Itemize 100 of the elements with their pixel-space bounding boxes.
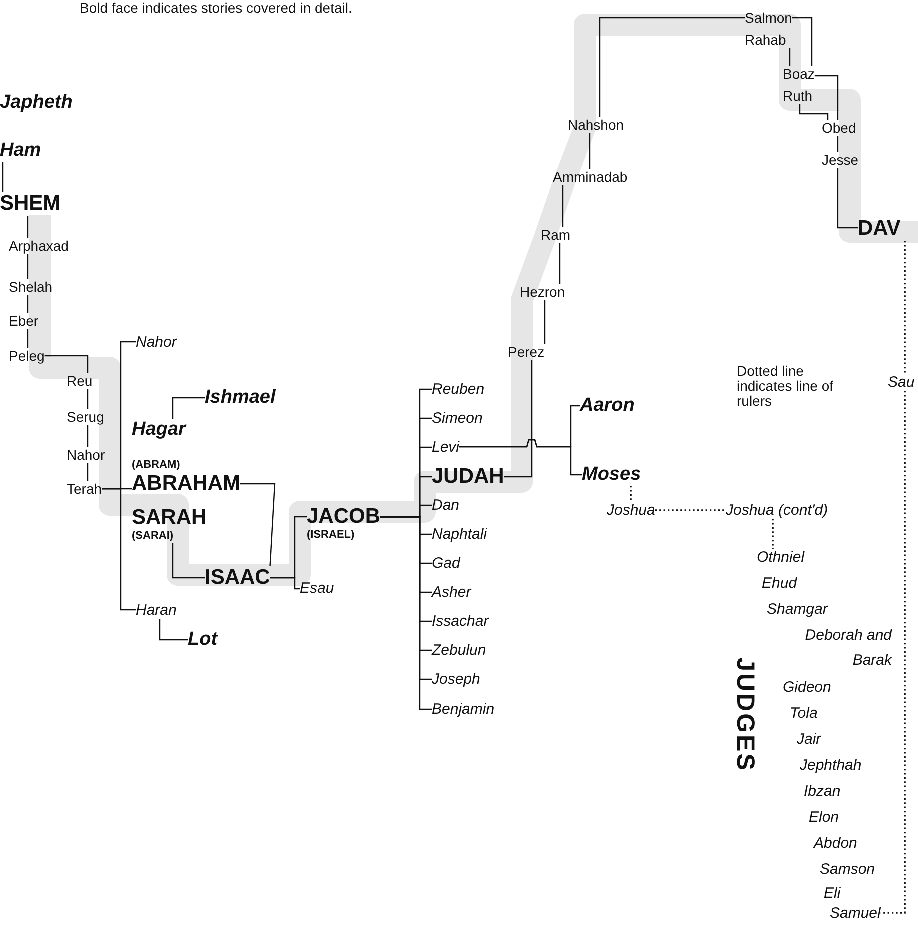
person-name: Moses [582, 464, 642, 486]
lineage-line [789, 48, 791, 66]
judge-name: Abdon [814, 835, 858, 852]
person-name: Naphtali [432, 526, 488, 543]
person-name: Aaron [580, 395, 635, 417]
person-name: JUDAH [432, 465, 504, 489]
person-name: Ruth [783, 88, 813, 104]
person-name: Dan [432, 497, 460, 514]
person-name: DAV [858, 217, 901, 241]
lineage-line [27, 295, 29, 313]
lineage-line [2, 162, 4, 192]
judge-name: Elon [809, 809, 840, 826]
dotted-line [655, 510, 726, 512]
person-name: ABRAHAM [132, 472, 240, 496]
alternate-name: (ABRAM) [132, 459, 182, 472]
person-name: Othniel [757, 549, 805, 566]
lineage-line [460, 439, 582, 476]
lineage-line [159, 619, 188, 641]
person-name: Simeon [432, 410, 483, 427]
dotted-line [880, 391, 906, 914]
dotted-line [904, 241, 906, 374]
person-name: Sau [888, 374, 915, 391]
person-name: Levi [432, 439, 460, 456]
judge-name: Jair [797, 731, 822, 748]
judge-name: Tola [790, 705, 818, 722]
dotted-line [630, 486, 632, 502]
person-name: Boaz [783, 66, 815, 82]
lineage-line [559, 243, 561, 284]
lineage-line [172, 543, 205, 579]
person-name: Joshua [607, 502, 656, 519]
lineage-line [544, 300, 546, 344]
person-name: Benjamin [432, 701, 495, 718]
lineage-line [837, 168, 858, 229]
lineage-line [599, 17, 745, 117]
person-name: Perez [508, 344, 545, 360]
lineage-line [792, 17, 813, 66]
lineage-line [380, 516, 432, 710]
person-name: Asher [432, 584, 472, 601]
person-name: JACOB [307, 505, 381, 529]
person-name: Nahshon [568, 117, 624, 133]
person-name: Reu [67, 373, 93, 389]
person-name: Reuben [432, 381, 485, 398]
lineage-line [562, 185, 564, 227]
person-name: Amminadab [553, 169, 628, 185]
person-name: Jesse [822, 152, 859, 168]
person-name: Issachar [432, 613, 489, 630]
person-name: Ishmael [205, 387, 276, 409]
person-name: Peleg [9, 348, 45, 364]
person-name: Japheth [0, 92, 73, 114]
person-name: Gad [432, 555, 460, 572]
lineage-line [504, 360, 533, 478]
person-name: Samuel [830, 905, 881, 922]
person-name: Ram [541, 227, 571, 243]
lineage-line [27, 216, 29, 238]
lineage-line [87, 389, 89, 409]
person-name: Obed [822, 120, 856, 136]
person-name: ISAAC [205, 566, 270, 590]
judge-name: Ibzan [804, 783, 841, 800]
lineage-line [270, 577, 300, 590]
person-name: Joshua (cont'd) [726, 502, 828, 519]
dotted-line [772, 519, 774, 549]
alternate-name: (SARAI) [132, 530, 175, 543]
person-name: Esau [300, 580, 334, 597]
person-name: Nahor [67, 447, 106, 463]
person-name: Rahab [745, 32, 786, 48]
person-name: SARAH [132, 506, 207, 530]
judge-name: Eli [824, 885, 841, 902]
lineage-line [240, 483, 276, 566]
lineage-line [27, 329, 29, 348]
lineage-line [87, 463, 89, 481]
person-name: Eber [9, 313, 39, 329]
person-name: Shelah [9, 279, 53, 295]
lineage-line [44, 355, 89, 373]
lineage-line [172, 397, 205, 419]
judge-name: Gideon [783, 679, 832, 696]
judge-name: Ehud [762, 575, 798, 592]
person-name: Haran [136, 602, 177, 619]
lineage-line [87, 425, 89, 447]
judge-name: Deborah and Barak [804, 626, 892, 671]
person-name: Lot [188, 629, 218, 651]
judge-name: Jephthah [800, 757, 862, 774]
lineage-line [589, 133, 591, 169]
lineage-line [814, 75, 839, 120]
lineage-line [27, 254, 29, 279]
person-name: Zebulun [432, 642, 486, 659]
person-name: Salmon [745, 10, 792, 26]
lineage-line [102, 488, 136, 611]
person-name: Terah [67, 481, 102, 497]
legend-note: Dotted line indicates line of rulers [737, 364, 835, 409]
person-name: SHEM [0, 192, 61, 216]
lineage-line [837, 136, 839, 152]
alternate-name: (ISRAEL) [307, 529, 356, 542]
lineage-line [799, 104, 829, 120]
section-heading: JUDGES [732, 658, 758, 772]
note-text: Bold face indicates stories covered in detail. [80, 0, 352, 16]
person-name: Joseph [432, 671, 480, 688]
person-name: Arphaxad [9, 238, 69, 254]
person-name: Serug [67, 409, 104, 425]
person-name: Hezron [520, 284, 566, 300]
judge-name: Samson [820, 861, 876, 878]
